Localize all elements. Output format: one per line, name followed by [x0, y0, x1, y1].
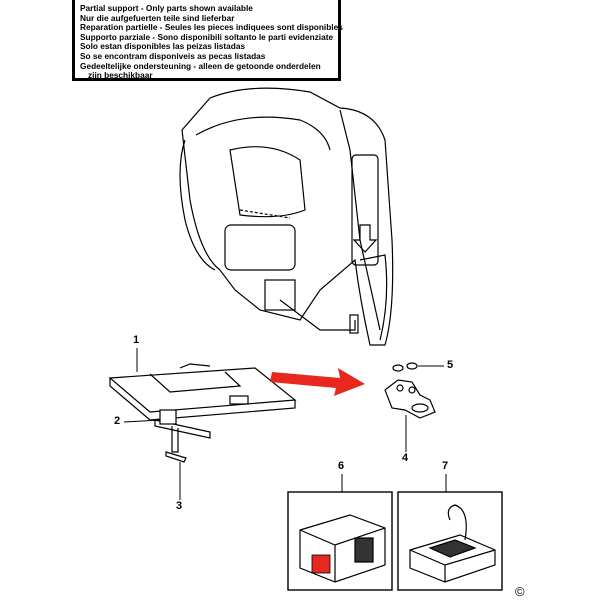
callout-4: 4: [402, 452, 409, 464]
jigsaw-body-illustration: [179, 87, 394, 346]
notice-line: So se encontram disponiveis as pecas lis…: [80, 50, 266, 61]
callout-6: 6: [338, 460, 345, 472]
charger-box: [397, 491, 503, 591]
blade-clamp-part-4: [384, 379, 436, 419]
copyright-symbol: ©: [515, 584, 525, 599]
battery-box: [287, 491, 393, 591]
notice-line: Solo estan disponibles las peizas listad…: [80, 41, 246, 52]
notice-line: zijn beschikbaar: [88, 70, 153, 81]
callout-7: 7: [442, 460, 449, 472]
charger-part-7: [409, 504, 496, 583]
callout-1: 1: [133, 334, 140, 346]
bevel-lever-part-2-3: [154, 409, 211, 463]
shoe-plate-part-1: [108, 363, 297, 421]
screws-part-5: [392, 362, 418, 372]
callout-3: 3: [176, 500, 183, 512]
availability-notice: Partial support - Only parts shown avail…: [72, 0, 343, 81]
notice-line: Gedeeltelijke ondersteuning - alleen de …: [80, 60, 321, 71]
leader-lines: [123, 348, 447, 500]
callout-2: 2: [114, 415, 121, 427]
notice-line: Nur die aufgefuerten teile sind lieferba…: [80, 12, 235, 23]
notice-line: Partial support - Only parts shown avail…: [80, 3, 253, 13]
notice-line: Supporto parziale - Sono disponibili sol…: [80, 31, 334, 42]
notice-line: Reparation partielle - Seules les pieces…: [80, 22, 343, 33]
callout-5: 5: [447, 359, 454, 371]
red-arrow-indicator: [270, 368, 365, 396]
battery-pack-part-6: [299, 514, 386, 583]
